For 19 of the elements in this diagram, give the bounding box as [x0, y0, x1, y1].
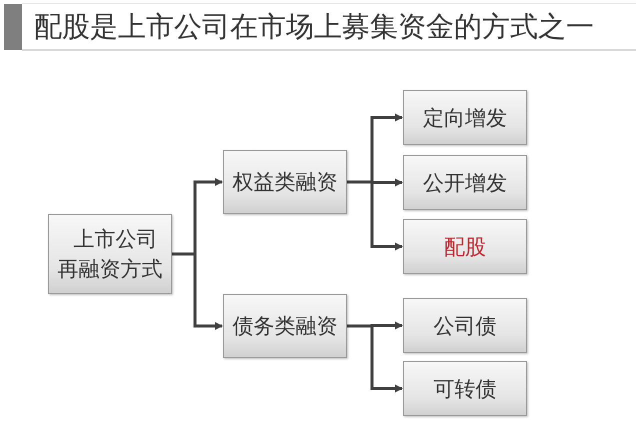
node-label: 配股 — [444, 234, 486, 260]
connector-arrow — [347, 324, 403, 392]
process-box — [403, 219, 527, 274]
node-label: 债务类融资 — [232, 313, 338, 340]
connector-arrow — [172, 252, 223, 330]
node-label: 定向增发 — [423, 104, 507, 132]
process-box — [403, 361, 527, 416]
node-label: 公开增发 — [423, 170, 507, 196]
process-box — [403, 298, 527, 353]
node-label: 权益类融资 — [232, 169, 338, 196]
process-box — [223, 150, 347, 214]
node-label: 上市公司再融资方式 — [58, 226, 162, 283]
process-box — [48, 214, 172, 294]
title: 配股是上市公司在市场上募集资金的方式之一 — [34, 9, 594, 45]
process-box — [403, 155, 527, 210]
process-box — [223, 294, 347, 358]
node-label: 公司债 — [434, 312, 496, 340]
node-label: 可转债 — [434, 376, 496, 402]
process-box — [403, 90, 527, 145]
